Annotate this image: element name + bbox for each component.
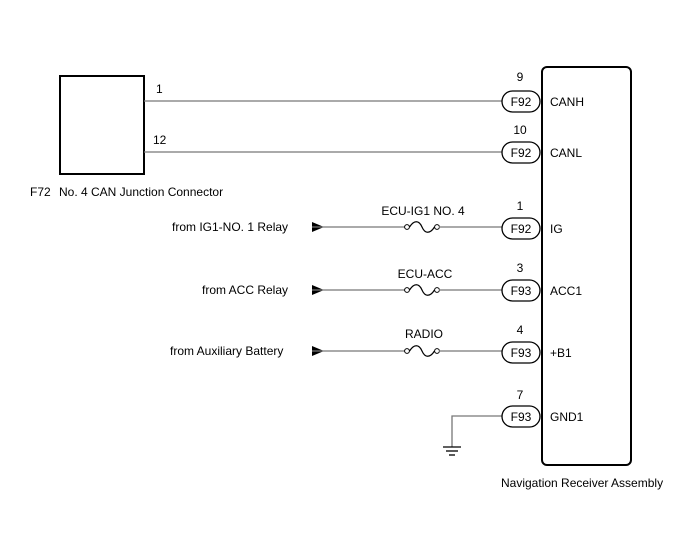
canh-terminal-label: CANH bbox=[550, 95, 584, 109]
gnd-connector-capsule bbox=[501, 405, 541, 428]
gnd-terminal-label: GND1 bbox=[550, 410, 584, 424]
canl-terminal-label: CANL bbox=[550, 146, 582, 160]
ig-terminal-label: IG bbox=[550, 222, 563, 236]
acc-fuse-terminal-left bbox=[404, 287, 410, 293]
junction-pin-1: 1 bbox=[156, 82, 163, 96]
acc-connector-label: F93 bbox=[511, 284, 532, 298]
ig-connector-label: F92 bbox=[511, 222, 532, 236]
ig-pin-number: 1 bbox=[517, 199, 524, 213]
junction-connector-box bbox=[59, 75, 145, 175]
canh-pin-number: 9 bbox=[517, 70, 524, 84]
ig-source-label: from IG1-NO. 1 Relay bbox=[172, 220, 288, 234]
b1-fuse-terminal-right bbox=[434, 348, 440, 354]
acc-fuse-label: ECU-ACC bbox=[398, 267, 453, 281]
b1-terminal-label: +B1 bbox=[550, 346, 572, 360]
acc-fuse-terminal-right bbox=[434, 287, 440, 293]
ig-fuse-icon bbox=[408, 221, 436, 233]
junction-connector-code: F72 bbox=[30, 185, 51, 199]
ig-fuse-terminal-right bbox=[434, 224, 440, 230]
acc-terminal-label: ACC1 bbox=[550, 284, 582, 298]
b1-source-label: from Auxiliary Battery bbox=[170, 344, 283, 358]
acc-source-label: from ACC Relay bbox=[202, 283, 288, 297]
junction-connector-name: No. 4 CAN Junction Connector bbox=[59, 185, 223, 199]
ig-fuse-terminal-left bbox=[404, 224, 410, 230]
b1-fuse-terminal-left bbox=[404, 348, 410, 354]
canl-connector-capsule bbox=[501, 141, 541, 164]
acc-connector-capsule bbox=[501, 279, 541, 302]
ig-connector-capsule bbox=[501, 217, 541, 240]
gnd-connector-label: F93 bbox=[511, 410, 532, 424]
receiver-box bbox=[541, 66, 632, 466]
receiver-name: Navigation Receiver Assembly bbox=[501, 476, 663, 490]
canh-connector-label: F92 bbox=[511, 95, 532, 109]
acc-pin-number: 3 bbox=[517, 261, 524, 275]
canh-connector-capsule bbox=[501, 90, 541, 113]
b1-fuse-label: RADIO bbox=[405, 327, 443, 341]
junction-pin-12: 12 bbox=[153, 133, 167, 147]
gnd-wire bbox=[451, 415, 503, 447]
ig-fuse-label: ECU-IG1 NO. 4 bbox=[381, 204, 465, 218]
b1-connector-label: F93 bbox=[511, 346, 532, 360]
b1-fuse-icon bbox=[408, 345, 436, 357]
canl-connector-label: F92 bbox=[511, 146, 532, 160]
gnd-pin-number: 7 bbox=[517, 388, 524, 402]
canl-pin-number: 10 bbox=[513, 123, 527, 137]
acc-fuse-icon bbox=[408, 284, 436, 296]
b1-connector-capsule bbox=[501, 341, 541, 364]
b1-pin-number: 4 bbox=[517, 323, 524, 337]
